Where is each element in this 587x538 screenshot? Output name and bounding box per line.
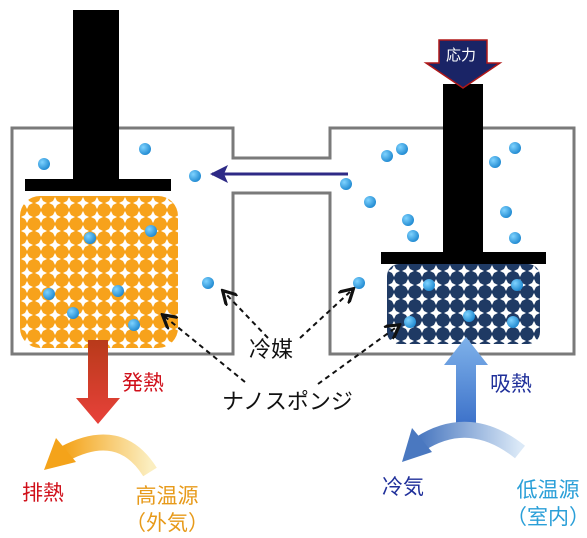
cold-air-curve-arrow [415, 421, 525, 459]
right-piston-rod [443, 84, 483, 256]
cold-source-label: 低温源 （室内） [506, 477, 587, 532]
heat-release-label: 発熱 [122, 371, 164, 395]
exhaust-curve-arrowhead [44, 438, 76, 470]
hot-source-title: 高温源 [135, 484, 199, 508]
heat-release-arrow [76, 340, 120, 424]
refrigerant-flow-arrowhead [210, 165, 228, 183]
refrigerant-label: 冷媒 [249, 338, 294, 363]
cold-air-label: 冷気 [382, 475, 424, 499]
cold-source-title: 低温源 [516, 478, 580, 502]
exhaust-curve-arrow [60, 434, 157, 477]
stress-label: 応力 [446, 46, 477, 64]
nano-sponge-label: ナノスポンジ [222, 390, 353, 415]
hot-nano-sponge [20, 196, 178, 348]
left-piston-rod [73, 10, 119, 180]
cold-nano-sponge [387, 264, 540, 344]
stress-arrow [423, 39, 503, 89]
hot-source-label: 高温源 （外気） [125, 483, 209, 538]
heat-absorb-arrow [444, 337, 488, 428]
exhaust-heat-label: 排熱 [22, 481, 64, 505]
cold-source-subtitle: （室内） [506, 505, 587, 530]
refrigerant-particles [38, 142, 523, 331]
left-piston-plate [25, 179, 171, 191]
heat-absorb-label: 吸熱 [490, 372, 532, 396]
cold-air-curve-arrowhead [402, 428, 432, 462]
hot-source-subtitle: （外気） [125, 511, 209, 536]
pointer-arrows [164, 290, 398, 385]
right-piston-plate [381, 252, 546, 264]
